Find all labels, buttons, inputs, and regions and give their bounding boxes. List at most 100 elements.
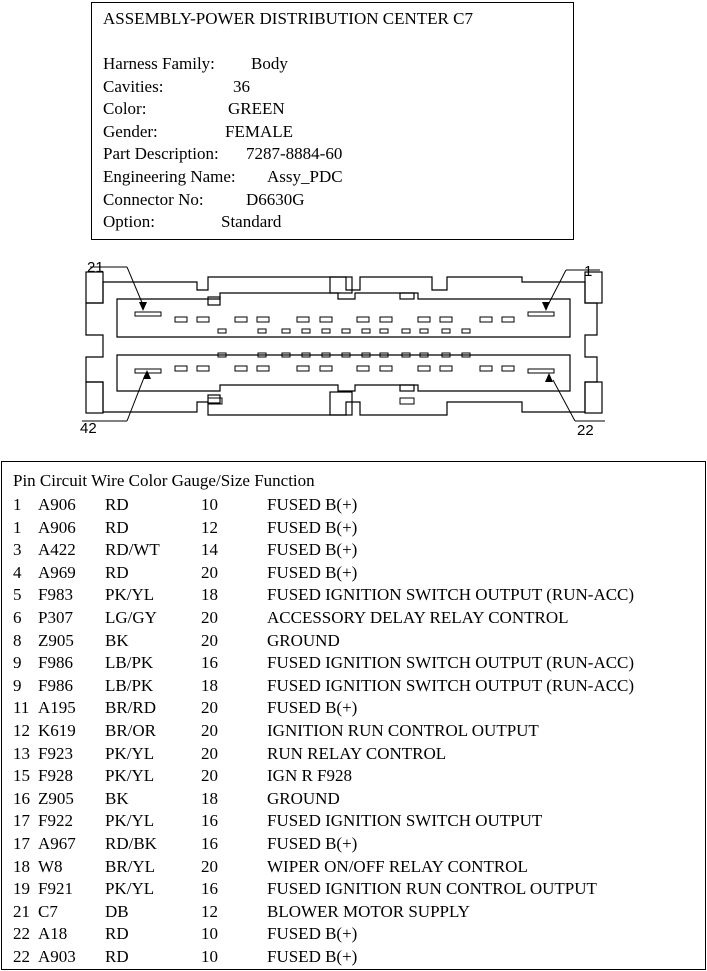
callout-line-22 [552, 379, 576, 422]
housing-flange [584, 381, 603, 414]
info-row: Harness Family:Body [103, 54, 288, 74]
info-label: Color: [103, 99, 147, 119]
circuit-code: A967 [38, 834, 76, 853]
connector-face-diagram: 21 1 42 22 [80, 259, 605, 439]
connector-housing-outline [85, 276, 598, 416]
terminal-cavity [196, 316, 210, 323]
circuit-function: FUSED IGNITION SWITCH OUTPUT (RUN-ACC) [267, 585, 635, 605]
terminal-cavity-small [401, 328, 411, 334]
terminal-cavity-small [281, 352, 291, 358]
terminal-cavity [256, 365, 270, 372]
circuit-function: RUN RELAY CONTROL [267, 743, 447, 763]
pin-number: 22 [13, 947, 30, 966]
arrow-1 [542, 302, 550, 311]
circuit-function: BLOWER MOTOR SUPPLY [267, 901, 470, 921]
info-row: Connector No:D6630G [103, 190, 305, 210]
terminal-cavity [501, 316, 515, 323]
info-label: Gender: [103, 121, 158, 141]
polarizing-key [399, 384, 415, 392]
pin-number: 1 [13, 495, 22, 514]
wire-color: RD [105, 517, 129, 537]
terminal-cavity-small [461, 352, 471, 358]
terminal-cavity-small [321, 328, 331, 334]
wire-gauge: 16 [201, 879, 218, 899]
terminal-cavity-small [361, 352, 371, 358]
circuit-function: IGN R F928 [267, 766, 353, 786]
wire-color: LB/PK [105, 675, 154, 695]
circuit-code: Z905 [38, 788, 74, 808]
pin-assignment-table: Pin Circuit Wire Color Gauge/Size Functi… [1, 461, 706, 970]
wire-gauge: 10 [201, 947, 218, 966]
connector-info-box: ASSEMBLY-POWER DISTRIBUTION CENTER C7 Ha… [91, 2, 574, 240]
circuit-code: F986 [38, 653, 73, 673]
wire-color: LB/PK [105, 653, 154, 673]
wire-gauge: 20 [201, 743, 218, 763]
circuit-code: K619 [38, 721, 76, 740]
info-row: Color:GREEN [103, 99, 285, 119]
wire-color: PK/YL [105, 879, 155, 899]
terminal-cavity [234, 316, 248, 323]
pin-number: 13 [13, 743, 30, 763]
wire-color: BK [105, 630, 129, 650]
wire-color: PK/YL [105, 585, 155, 605]
wire-gauge: 18 [201, 675, 218, 695]
pin-number: 22 [13, 924, 30, 944]
pin-number: 3 [13, 540, 22, 560]
terminal-cavity [379, 316, 393, 323]
circuit-function: FUSED IGNITION SWITCH OUTPUT [267, 811, 543, 831]
circuit-function: GROUND [267, 630, 340, 650]
terminal-cavity-small [257, 352, 267, 358]
arrow-22 [545, 373, 553, 382]
terminal-cavity-small [461, 328, 471, 334]
pin-number: 9 [13, 675, 22, 695]
terminal-cavity [417, 365, 431, 372]
wire-gauge: 20 [201, 856, 218, 876]
info-label: Option: [103, 212, 155, 232]
wire-color: BR/RD [105, 698, 157, 718]
info-value: Body [251, 54, 288, 73]
info-label: Part Description: [103, 144, 219, 164]
info-label: Cavities: [103, 76, 164, 96]
terminal-cavity-small [321, 352, 331, 358]
terminal-cavity [417, 316, 431, 323]
terminal-cavity [256, 316, 270, 323]
terminal-cavity-large [527, 311, 555, 317]
circuit-code: F923 [38, 743, 73, 763]
pin-number: 12 [13, 721, 30, 740]
terminal-cavity [356, 365, 370, 372]
terminal-cavity-small [217, 352, 227, 358]
info-label: Engineering Name: [103, 167, 236, 186]
circuit-code: W8 [38, 856, 63, 876]
pin-number: 4 [13, 562, 22, 582]
pin-number: 1 [13, 517, 22, 537]
wire-gauge: 10 [201, 924, 218, 944]
info-value: 36 [233, 76, 250, 96]
terminal-cavity [207, 397, 223, 405]
terminal-cavity-small [281, 328, 291, 334]
circuit-function: FUSED B(+) [267, 517, 358, 537]
pin-number: 18 [13, 856, 30, 876]
wire-color: BK [105, 788, 129, 808]
arrow-42 [143, 370, 151, 379]
wire-gauge: 18 [201, 585, 218, 605]
info-row: Gender:FEMALE [103, 121, 293, 142]
circuit-code: F983 [38, 585, 73, 605]
circuit-function: FUSED B(+) [267, 834, 358, 853]
wire-color: RD [105, 947, 129, 966]
latch-tab [329, 391, 353, 416]
housing-flange [85, 381, 104, 414]
circuit-code: A969 [38, 562, 76, 582]
callout-line-1 [547, 269, 567, 306]
circuit-code: F986 [38, 675, 73, 695]
terminal-cavity-small [419, 328, 429, 334]
terminal-cavity [479, 365, 493, 372]
latch-tab [329, 276, 353, 294]
terminal-cavity-small [379, 328, 389, 334]
circuit-code: A18 [38, 924, 68, 944]
terminal-cavity [399, 397, 415, 405]
terminal-cavity [319, 316, 333, 323]
wire-gauge: 12 [201, 517, 218, 537]
callout-line-42 [126, 374, 146, 422]
circuit-code: A195 [38, 698, 76, 718]
info-row: Engineering Name:Assy_PDC [103, 167, 343, 187]
